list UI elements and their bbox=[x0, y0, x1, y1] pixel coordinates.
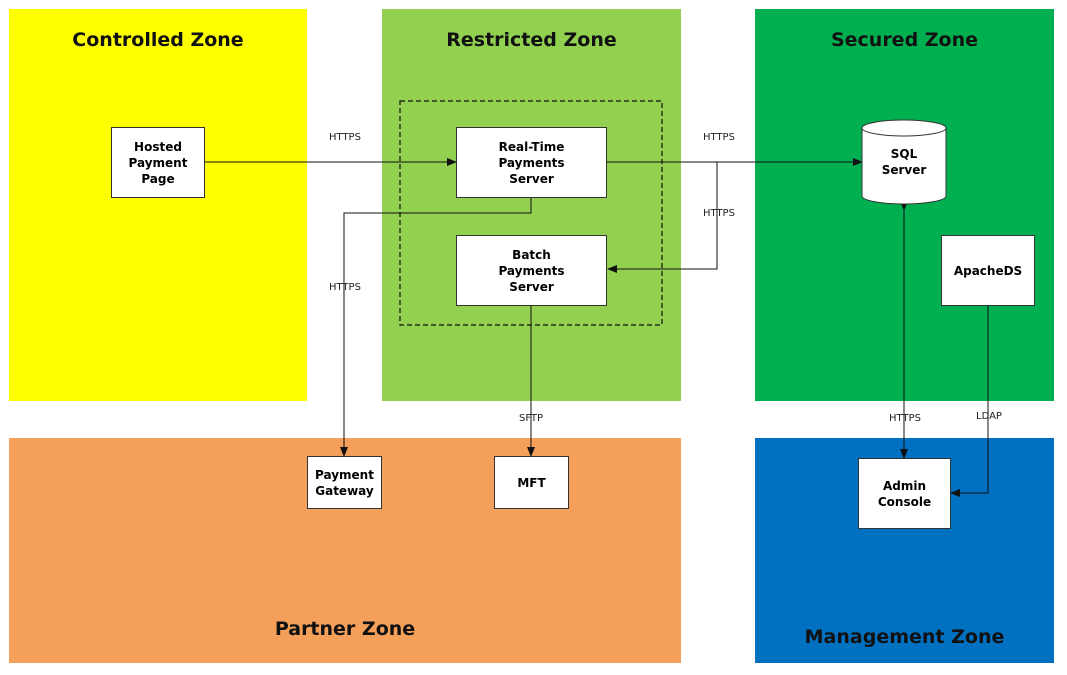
apacheds-admin-label: LDAP bbox=[976, 411, 1002, 422]
hosted-payment-page-node[interactable]: Hosted Payment Page bbox=[111, 127, 205, 198]
management-zone-title: Management Zone bbox=[804, 626, 1005, 648]
payment-gateway-node[interactable]: Payment Gateway bbox=[307, 456, 382, 509]
realtime-gateway-label: HTTPS bbox=[329, 282, 361, 293]
sql-server-label[interactable]: SQL Server bbox=[881, 147, 927, 177]
partner-zone-title: Partner Zone bbox=[274, 618, 416, 640]
realtime-sql-label: HTTPS bbox=[703, 132, 735, 143]
restricted-zone-title: Restricted Zone bbox=[446, 29, 617, 51]
admin-console-node[interactable]: Admin Console bbox=[858, 458, 951, 529]
batch-sql-label: HTTPS bbox=[703, 208, 735, 219]
controlled-zone-title: Controlled Zone bbox=[72, 29, 244, 51]
mft-node[interactable]: MFT bbox=[494, 456, 569, 509]
batch-mft-label: SFTP bbox=[519, 413, 544, 424]
sql-admin-label: HTTPS bbox=[889, 413, 921, 424]
batch-payments-server-node[interactable]: Batch Payments Server bbox=[456, 235, 607, 306]
hpp-realtime-label: HTTPS bbox=[329, 132, 361, 143]
secured-zone-title: Secured Zone bbox=[830, 29, 979, 51]
controlled-zone: Controlled Zone bbox=[9, 9, 307, 401]
apacheds-admin-connector bbox=[950, 297, 992, 497]
realtime-payments-server-node[interactable]: Real-Time Payments Server bbox=[456, 127, 607, 198]
sql-server-cylinder bbox=[861, 119, 947, 205]
management-zone: Management Zone bbox=[755, 438, 1054, 663]
apacheds-node[interactable]: ApacheDS bbox=[941, 235, 1035, 306]
realtime-gateway-connector bbox=[340, 189, 535, 457]
batch-sql-connector bbox=[607, 162, 718, 273]
